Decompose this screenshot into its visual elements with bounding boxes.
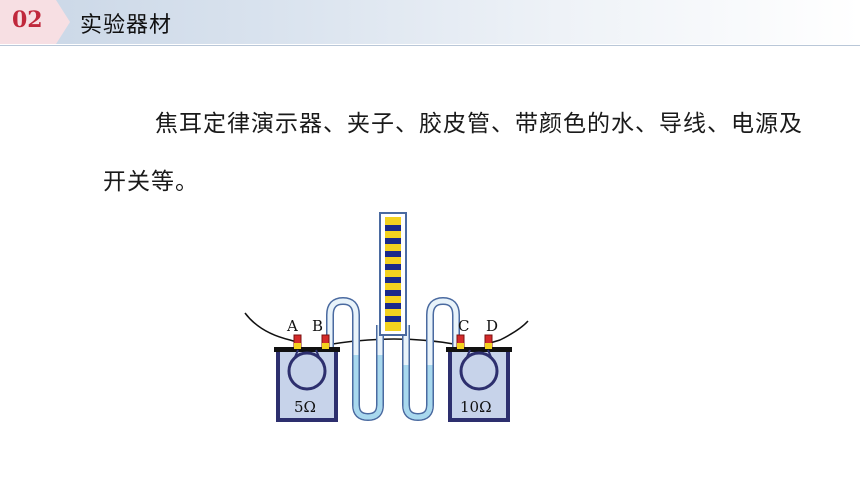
terminal-label-d: D (486, 317, 498, 335)
joule-law-apparatus-diagram: A B C D 5Ω 10Ω (230, 205, 550, 435)
scale-stripe (385, 217, 401, 331)
section-title: 实验器材 (80, 13, 173, 38)
left-resistor-label: 5Ω (294, 398, 316, 416)
terminal-c-base (457, 343, 464, 349)
right-resistor-label: 10Ω (460, 398, 492, 416)
slide-header: 02 实验器材 (0, 0, 860, 46)
left-u-tube-water (353, 355, 383, 420)
right-u-tube-water (403, 365, 433, 420)
apparatus-svg: A B C D 5Ω 10Ω (244, 212, 529, 422)
left-coil-lead-a (294, 349, 299, 358)
left-coil-lead-b (315, 349, 320, 358)
section-number-badge (0, 0, 70, 44)
right-lid (446, 347, 512, 352)
header-divider (0, 45, 860, 46)
middle-wire (325, 338, 461, 346)
left-coil (287, 351, 327, 391)
right-coil-lead-a (466, 349, 471, 358)
terminal-a-base (294, 343, 301, 349)
scale-marks (385, 225, 401, 322)
terminal-d-base (485, 343, 492, 349)
right-coil (459, 351, 499, 391)
right-wire (489, 320, 529, 344)
terminal-label-c: C (458, 317, 469, 335)
header-background (0, 0, 860, 44)
section-number: 02 (12, 7, 43, 33)
left-lid (274, 347, 340, 352)
equipment-list-text: 焦耳定律演示器、夹子、胶皮管、带颜色的水、导线、电源及开关等。 (103, 111, 803, 195)
left-wire (244, 312, 301, 344)
terminal-label-b: B (312, 317, 323, 335)
terminal-label-a: A (286, 317, 298, 335)
terminal-b-base (322, 343, 329, 349)
right-coil-lead-b (487, 349, 492, 358)
